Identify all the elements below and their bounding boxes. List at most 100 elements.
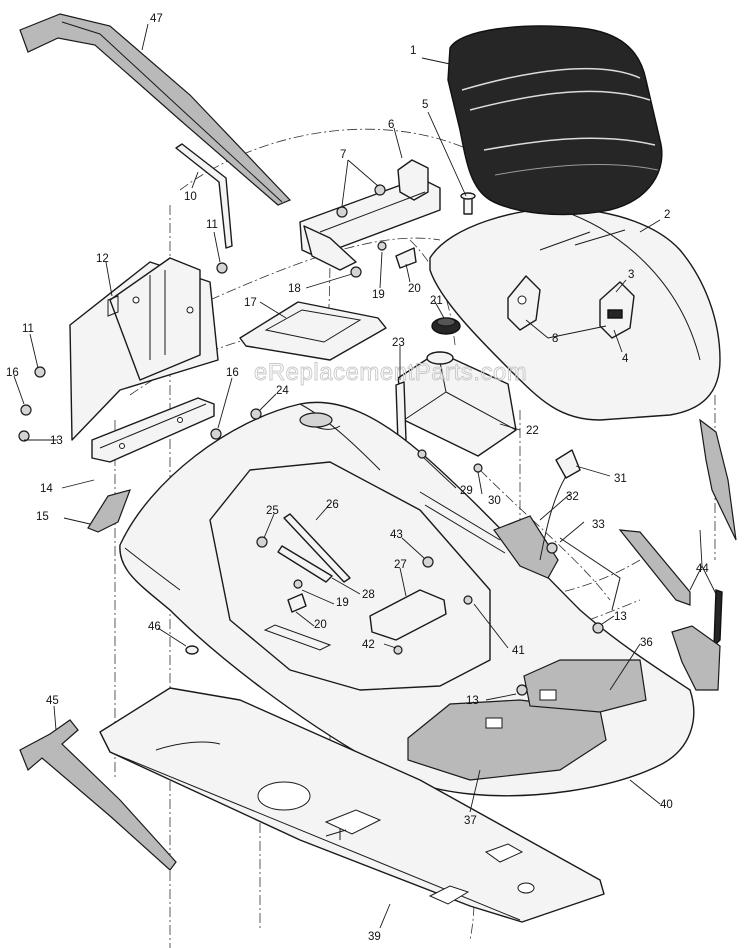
callout-20-a: 20 <box>408 283 421 295</box>
pad-15 <box>87 489 131 533</box>
nut-42 <box>393 645 403 655</box>
callout-5: 5 <box>422 99 428 111</box>
bracket-12 <box>69 257 219 441</box>
callout-15: 15 <box>36 511 49 523</box>
callout-16-b: 16 <box>226 367 239 379</box>
bolt-16b <box>210 428 222 440</box>
callout-2: 2 <box>664 209 670 221</box>
seat-1 <box>447 25 663 216</box>
callout-11-b: 11 <box>22 323 34 335</box>
rod-26 <box>277 513 351 583</box>
hardware <box>18 184 604 696</box>
bolt-5 <box>460 192 476 215</box>
nut-11b <box>34 366 46 378</box>
plate-27 <box>369 589 447 641</box>
cable-31 <box>539 449 581 561</box>
strip-44-c <box>713 589 723 648</box>
callout-13-c: 13 <box>466 695 479 707</box>
callout-18: 18 <box>288 283 301 295</box>
nut-18 <box>350 266 362 278</box>
trim-strip-45 <box>19 13 292 206</box>
strip-33 <box>559 537 621 611</box>
callout-20-b: 20 <box>314 619 327 631</box>
callout-37: 37 <box>464 815 477 827</box>
callout-30: 30 <box>488 495 501 507</box>
callout-13-b: 13 <box>614 611 627 623</box>
bolt-13c <box>516 684 528 696</box>
callout-43: 43 <box>390 529 403 541</box>
callout-21: 21 <box>430 295 443 307</box>
callout-11-a: 11 <box>206 219 218 231</box>
pad-44 <box>671 625 721 691</box>
callout-6: 6 <box>388 119 394 131</box>
callout-36: 36 <box>640 637 653 649</box>
callout-4: 4 <box>622 353 629 365</box>
callout-19-b: 19 <box>336 597 349 609</box>
callout-16-a: 16 <box>6 367 19 379</box>
callout-24: 24 <box>276 385 289 397</box>
bolt-43 <box>422 556 434 568</box>
callout-13-a: 13 <box>50 435 63 447</box>
callout-28: 28 <box>362 589 375 601</box>
fuel-cap-21 <box>431 317 461 335</box>
clip-20a <box>395 247 417 269</box>
callout-32: 32 <box>566 491 579 503</box>
callout-31: 31 <box>614 473 627 485</box>
callout-1: 1 <box>410 45 416 57</box>
nut-30 <box>473 463 483 473</box>
callout-14: 14 <box>40 483 53 495</box>
callout-27: 27 <box>394 559 407 571</box>
bolt-41 <box>463 595 473 605</box>
callout-42: 42 <box>362 639 375 651</box>
nut-29 <box>417 449 427 459</box>
trim-strip-46 <box>19 719 177 871</box>
callout-3: 3 <box>628 269 634 281</box>
callout-8: 8 <box>552 333 558 345</box>
seat-pan-2 <box>429 207 721 421</box>
callout-12: 12 <box>96 253 109 265</box>
bracket-6 <box>299 159 441 271</box>
callout-33: 33 <box>592 519 605 531</box>
callout-46: 45 <box>46 695 59 707</box>
nut-19a <box>377 241 387 251</box>
rod-10 <box>175 143 233 249</box>
fuel-tank-22 <box>395 351 517 457</box>
nut-19b <box>293 579 303 589</box>
callout-44: 44 <box>696 563 709 575</box>
callout-40: 40 <box>660 799 673 811</box>
callout-22: 22 <box>526 425 539 437</box>
callout-25: 25 <box>266 505 279 517</box>
plate-17 <box>239 301 387 361</box>
callout-10: 10 <box>184 191 197 203</box>
bracket-14 <box>91 397 215 463</box>
callout-26: 26 <box>326 499 339 511</box>
callout-45: 47 <box>150 13 163 25</box>
bolt-7a <box>336 206 348 218</box>
callout-41: 41 <box>512 645 525 657</box>
callout-47: 46 <box>148 621 161 633</box>
callout-19-a: 19 <box>372 289 385 301</box>
nut-11a <box>216 262 228 274</box>
bolt-16a <box>20 404 32 416</box>
floor-pan-39 <box>99 687 605 923</box>
strip-32 <box>493 515 559 579</box>
bolt-33 <box>546 542 558 554</box>
strip-44-a <box>618 529 691 606</box>
strip-44-b <box>699 418 737 541</box>
bolt-24 <box>250 408 262 420</box>
bolt-13b <box>592 622 604 634</box>
watermark-text: eReplacementParts.com <box>254 359 527 386</box>
bolt-25 <box>256 536 268 548</box>
leader-lines <box>13 23 717 929</box>
callout-29: 29 <box>460 485 473 497</box>
callout-39: 39 <box>368 931 381 943</box>
bolt-13a <box>18 430 30 442</box>
callout-17: 17 <box>244 297 257 309</box>
callout-labels: 47 1 2 3 4 5 6 7 8 10 11 11 12 13 13 13 … <box>6 13 709 943</box>
clip-20b <box>287 593 307 613</box>
callout-23: 23 <box>392 337 405 349</box>
callout-7: 7 <box>340 149 346 161</box>
bolt-47 <box>185 645 199 655</box>
bolt-7b <box>374 184 386 196</box>
